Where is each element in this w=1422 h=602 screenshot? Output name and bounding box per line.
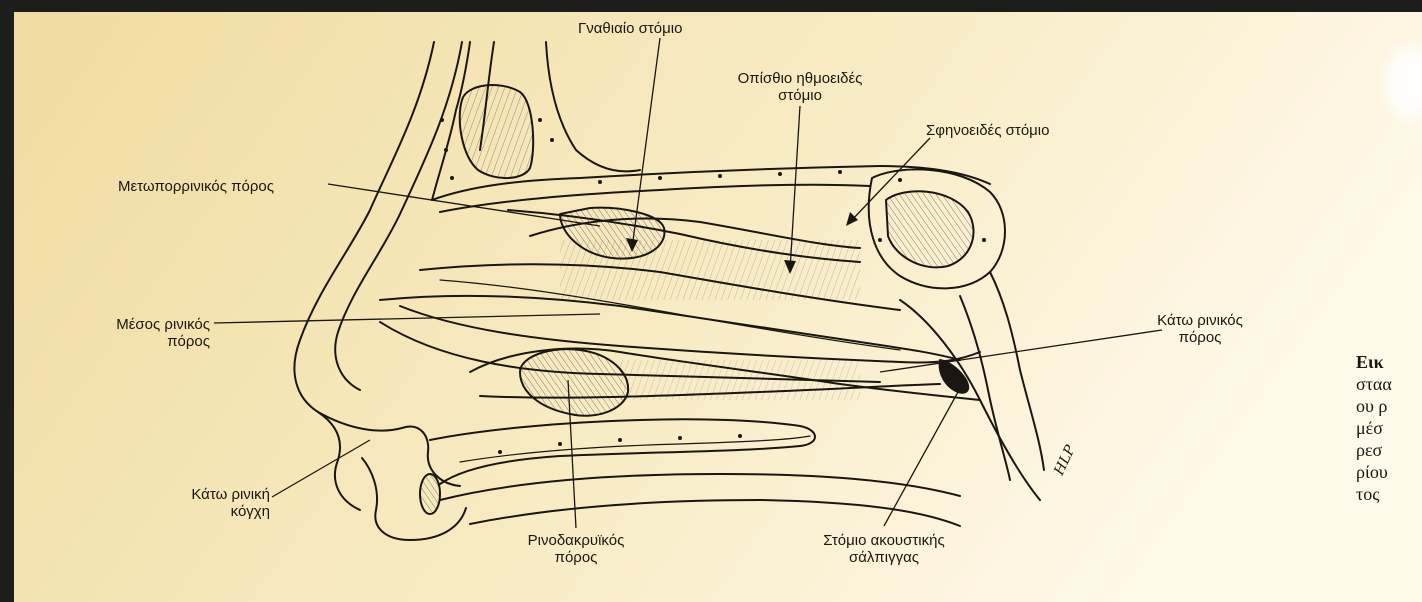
label-nasolacrimal-line1: Ρινοδακρυϊκός: [508, 532, 644, 549]
label-eustachian-ostium: Στόμιο ακουστικής σάλπιγγας: [790, 532, 978, 566]
caption-line-4: μέσ: [1356, 418, 1422, 438]
label-inferior-turbinate-line1: Κάτω ρινική: [100, 486, 270, 503]
label-eustachian-line2: σάλπιγγας: [790, 549, 978, 566]
caption-line-6: ρίου: [1356, 462, 1422, 482]
label-inferior-meatus-line2: πόρος: [1140, 329, 1260, 346]
label-nasolacrimal-line2: πόρος: [508, 549, 644, 566]
light-glare: [1250, 20, 1422, 270]
nostril: [420, 474, 440, 514]
label-posterior-ethmoid-ostium: Οπίσθιο ηθμοειδές στόμιο: [690, 70, 910, 104]
caption-line-5: ρεσ: [1356, 440, 1422, 460]
caption-line-1: Εικ: [1356, 352, 1422, 372]
label-middle-meatus: Μέσος ρινικός πόρος: [40, 316, 210, 350]
label-maxillary-ostium: Γναθιαίο στόμιο: [578, 20, 682, 37]
caption-fragment: Εικ σταα ου ρ μέσ ρεσ ρίου τος: [1356, 352, 1422, 504]
label-inferior-turbinate-line2: κόγχη: [100, 503, 270, 520]
caption-line-2: σταα: [1356, 374, 1422, 394]
label-nasolacrimal-duct: Ρινοδακρυϊκός πόρος: [508, 532, 644, 566]
label-frontonasal-duct: Μετωπορρινικός πόρος: [118, 178, 274, 195]
label-posterior-ethmoid-line2: στόμιο: [690, 87, 910, 104]
label-posterior-ethmoid-line1: Οπίσθιο ηθμοειδές: [690, 70, 910, 87]
label-middle-meatus-line1: Μέσος ρινικός: [40, 316, 210, 333]
label-sphenoid-ostium: Σφηνοειδές στόμιο: [926, 122, 1049, 139]
caption-line-3: ου ρ: [1356, 396, 1422, 416]
caption-line-7: τος: [1356, 484, 1422, 504]
label-middle-meatus-line2: πόρος: [40, 333, 210, 350]
label-inferior-turbinate: Κάτω ρινική κόγχη: [100, 486, 270, 520]
label-eustachian-line1: Στόμιο ακουστικής: [790, 532, 978, 549]
label-inferior-meatus-line1: Κάτω ρινικός: [1140, 312, 1260, 329]
label-inferior-meatus: Κάτω ρινικός πόρος: [1140, 312, 1260, 346]
